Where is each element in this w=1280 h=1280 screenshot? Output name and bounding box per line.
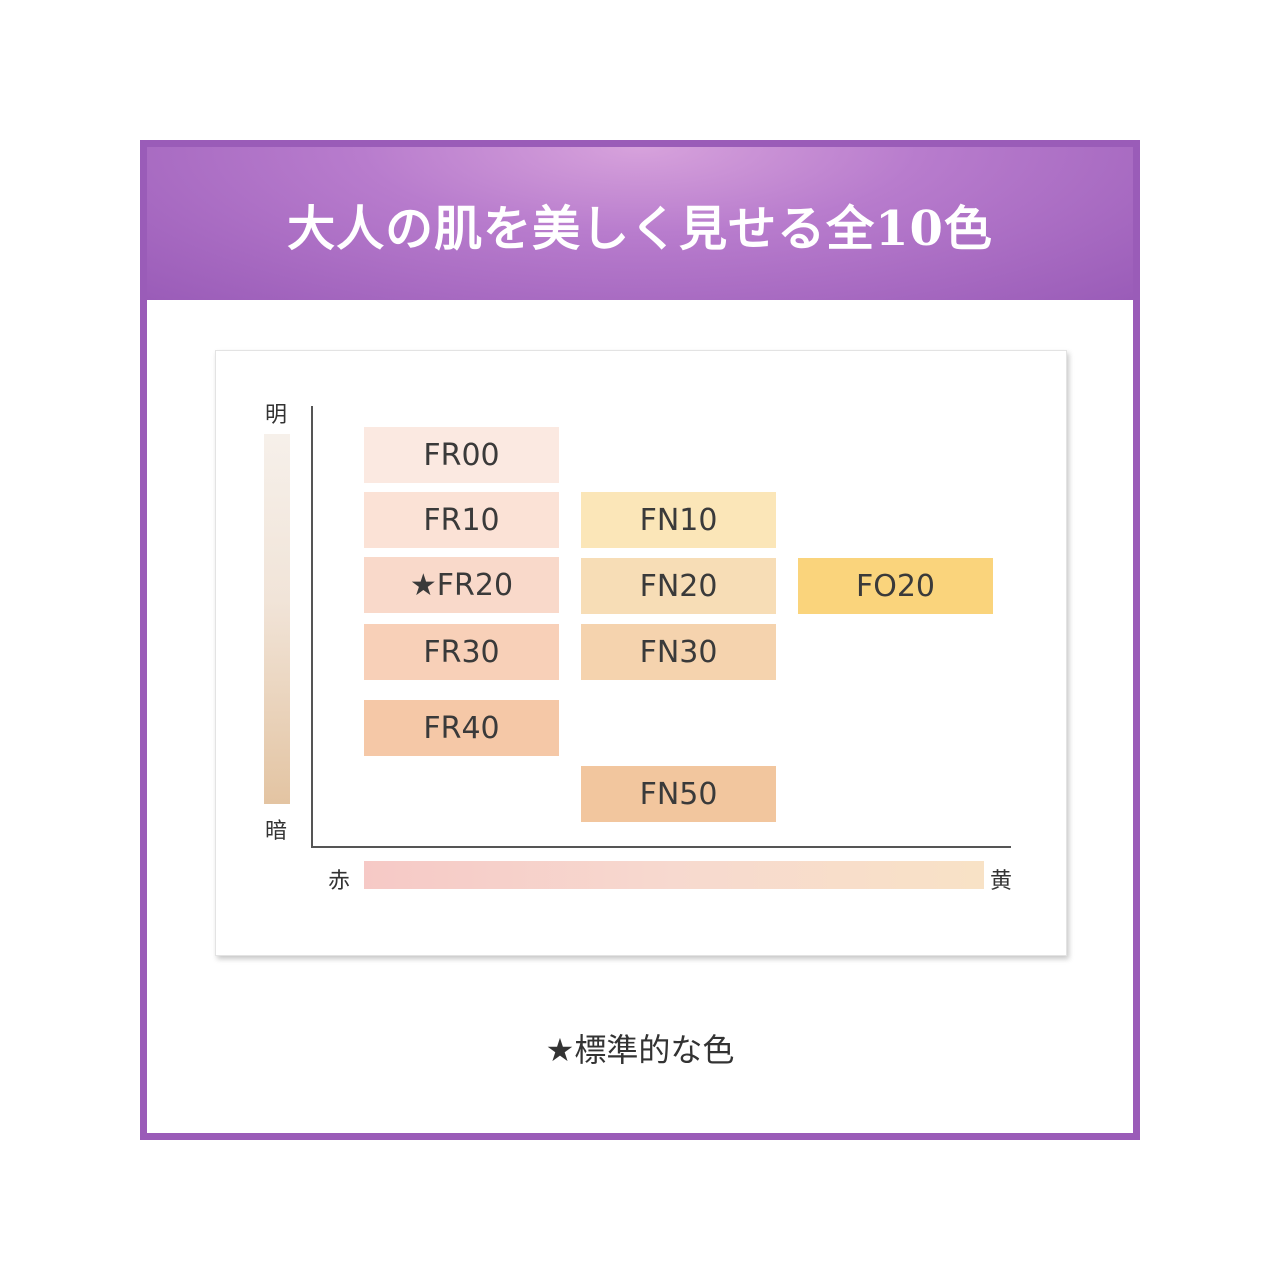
brightness-gradient-bar	[264, 434, 290, 804]
brightness-bottom-label: 暗	[265, 819, 288, 844]
shade-swatch-fn10: FN10	[581, 492, 776, 548]
shade-swatch-fn30: FN30	[581, 624, 776, 680]
title-banner: 大人の肌を美しく見せる全10色	[147, 147, 1133, 300]
shade-swatch-fr30: FR30	[364, 624, 559, 680]
product-frame: 大人の肌を美しく見せる全10色 明 暗 赤 黄 FR00 FR10 ★FR20 …	[140, 140, 1140, 1140]
shade-swatch-fr20: ★FR20	[364, 557, 559, 613]
shade-swatch-fn20: FN20	[581, 558, 776, 614]
shade-swatch-fn50: FN50	[581, 766, 776, 822]
shade-swatch-fr00: FR00	[364, 427, 559, 483]
shade-swatch-fo20: FO20	[798, 558, 993, 614]
standard-color-footnote: ★標準的な色	[545, 1031, 735, 1069]
horizontal-axis-line	[311, 846, 1011, 848]
hue-gradient-bar	[364, 861, 984, 889]
hue-right-label: 黄	[990, 869, 1013, 894]
vertical-axis-line	[311, 406, 313, 848]
banner-title: 大人の肌を美しく見せる全10色	[287, 200, 993, 257]
shade-swatch-fr40: FR40	[364, 700, 559, 756]
shade-swatch-fr10: FR10	[364, 492, 559, 548]
brightness-top-label: 明	[265, 403, 288, 428]
shade-chart-card: 明 暗 赤 黄 FR00 FR10 ★FR20 FR30 FR40 FN10 F…	[215, 350, 1067, 956]
hue-left-label: 赤	[328, 869, 351, 894]
